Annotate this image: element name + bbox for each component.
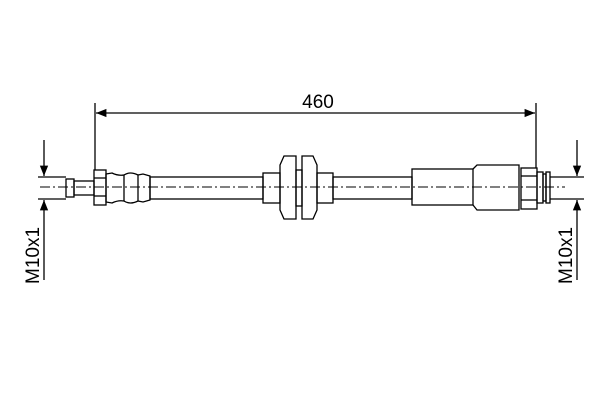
mounting-grommet: [262, 155, 334, 220]
right-thread-label: M10x1: [556, 227, 577, 284]
length-label: 460: [302, 92, 334, 113]
right-thread-dimension: M10x1: [550, 140, 584, 284]
length-dimension: 460: [94, 92, 537, 170]
left-thread-label: M10x1: [23, 227, 44, 284]
left-thread-dimension: M10x1: [23, 140, 66, 284]
hose: [149, 176, 413, 200]
right-fitting: [411, 164, 551, 211]
